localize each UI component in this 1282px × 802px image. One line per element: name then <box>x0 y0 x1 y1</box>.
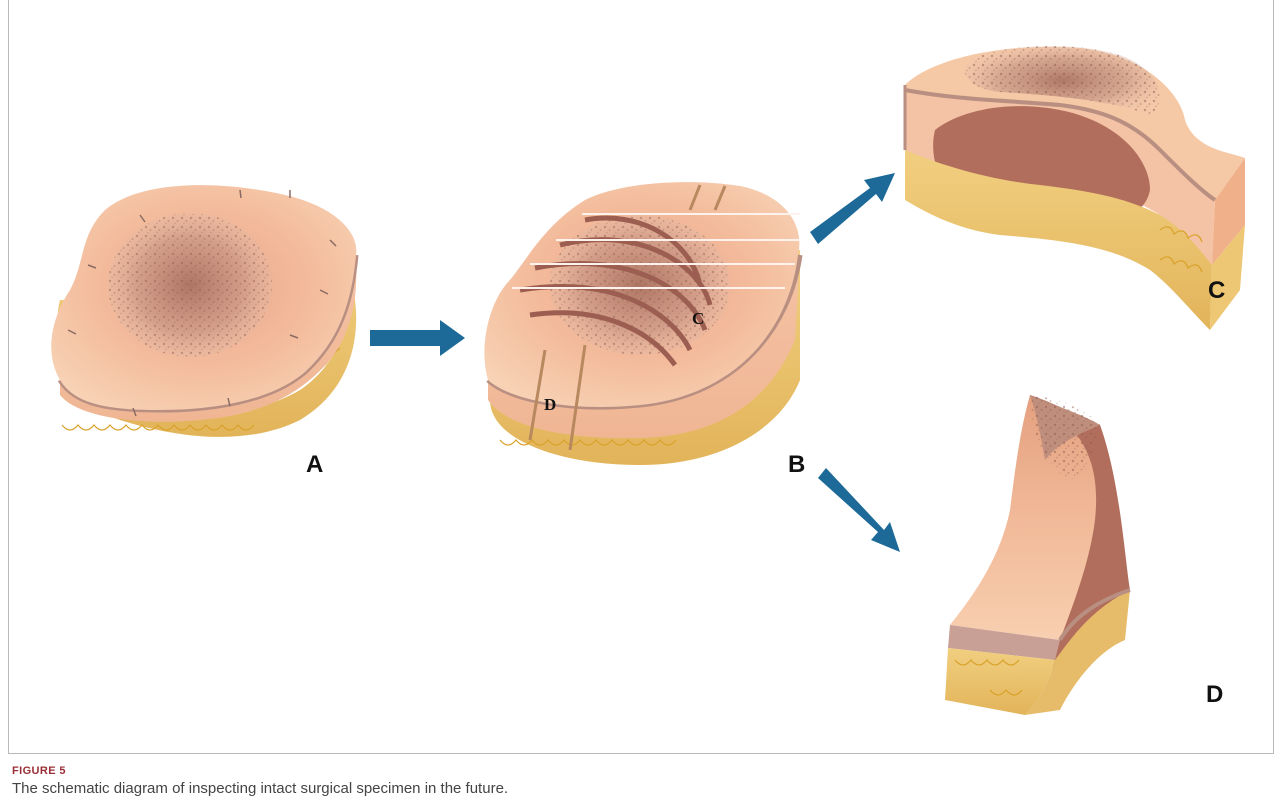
panel-label-b: B <box>788 451 805 478</box>
specimen-c-section-illustration <box>905 46 1245 330</box>
figure-caption: The schematic diagram of inspecting inta… <box>12 780 508 797</box>
slice-label-c: C <box>692 309 704 328</box>
schematic-figure: C D A B C D <box>0 0 1282 760</box>
panel-label-c: C <box>1208 277 1225 304</box>
panel-label-a: A <box>306 451 323 478</box>
arrow-b-to-d-icon <box>818 468 900 552</box>
slice-label-d: D <box>544 395 556 414</box>
arrow-a-to-b-icon <box>370 320 465 356</box>
specimen-a-illustration <box>51 185 356 437</box>
arrow-b-to-c-icon <box>810 173 895 244</box>
specimen-d-section-illustration <box>945 395 1130 715</box>
specimen-b-sliced-illustration <box>484 182 800 465</box>
figure-number: FIGURE 5 <box>12 765 66 777</box>
panel-label-d: D <box>1206 681 1223 708</box>
